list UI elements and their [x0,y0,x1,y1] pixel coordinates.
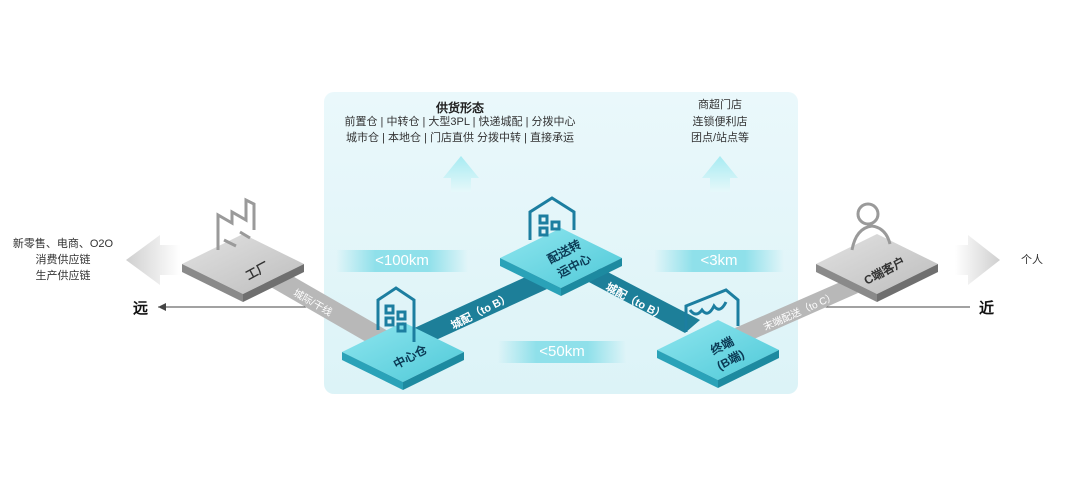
person-icon [850,202,892,251]
left-side-line2: 消费供应链 [35,254,91,266]
left-gray-arrow-icon [126,235,180,285]
factory-icon [216,197,256,250]
center-warehouse-node [342,322,464,390]
stores-line2: 连锁便利店 [692,116,748,128]
terminal-node [657,320,779,388]
stores-line3: 团点/站点等 [690,132,750,144]
far-label: 远 [133,300,149,317]
right-side-label: 个人 [1021,254,1043,266]
warehouse-icon [376,286,416,342]
link-dc-terminal [585,268,700,333]
store-icon [684,288,740,332]
up-arrow-left-icon [443,156,479,192]
supply-forms-line2: 城市仓 | 本地仓 | 门店直供 分拨中转 | 直接承运 [346,132,574,144]
distance-3km: <3km [654,250,784,272]
stores-line1: 商超门店 [698,99,742,111]
right-gray-arrow-icon [955,235,1000,285]
supply-forms-title: 供货形态 [435,101,484,115]
distance-50km: <50km [498,341,626,363]
link-factory-center [262,270,395,347]
supply-forms-line1: 前置仓 | 中转仓 | 大型3PL | 快递城配 | 分拨中心 [344,116,576,128]
near-label: 近 [979,300,995,317]
distribution-center-node [500,228,622,296]
distribution-center-icon [528,196,576,240]
link-terminal-customer [735,280,858,343]
distance-100km: <100km [336,250,468,272]
factory-node [182,234,304,302]
link-center-dc [410,274,547,345]
left-side-line1: 新零售、电商、O2O [12,238,114,250]
up-arrow-right-icon [702,156,738,192]
left-side-line3: 生产供应链 [35,270,91,282]
customer-node [816,234,938,302]
